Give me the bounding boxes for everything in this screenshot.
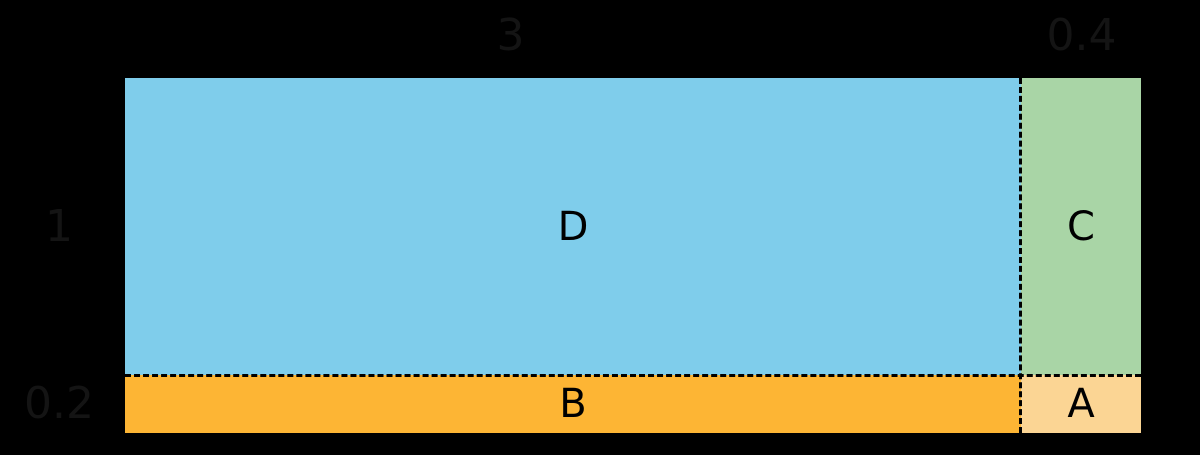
dimension-label-width-side: 0.4 [1046, 10, 1117, 61]
dimension-label-height-main: 1 [45, 200, 73, 252]
rectangle-label-d: D [557, 203, 589, 250]
rectangle-cell-b: B [125, 375, 1021, 433]
rectangle-cell-d: D [125, 78, 1021, 375]
dimension-label-width-main: 3 [496, 10, 525, 61]
rectangle-label-c: C [1067, 203, 1095, 250]
rectangle-label-a: A [1067, 381, 1095, 427]
rectangle-cell-c: C [1021, 78, 1141, 375]
rectangle-cell-a: A [1021, 375, 1141, 433]
dimension-label-height-side: 0.2 [24, 378, 94, 429]
rectangle-label-b: B [559, 381, 587, 427]
